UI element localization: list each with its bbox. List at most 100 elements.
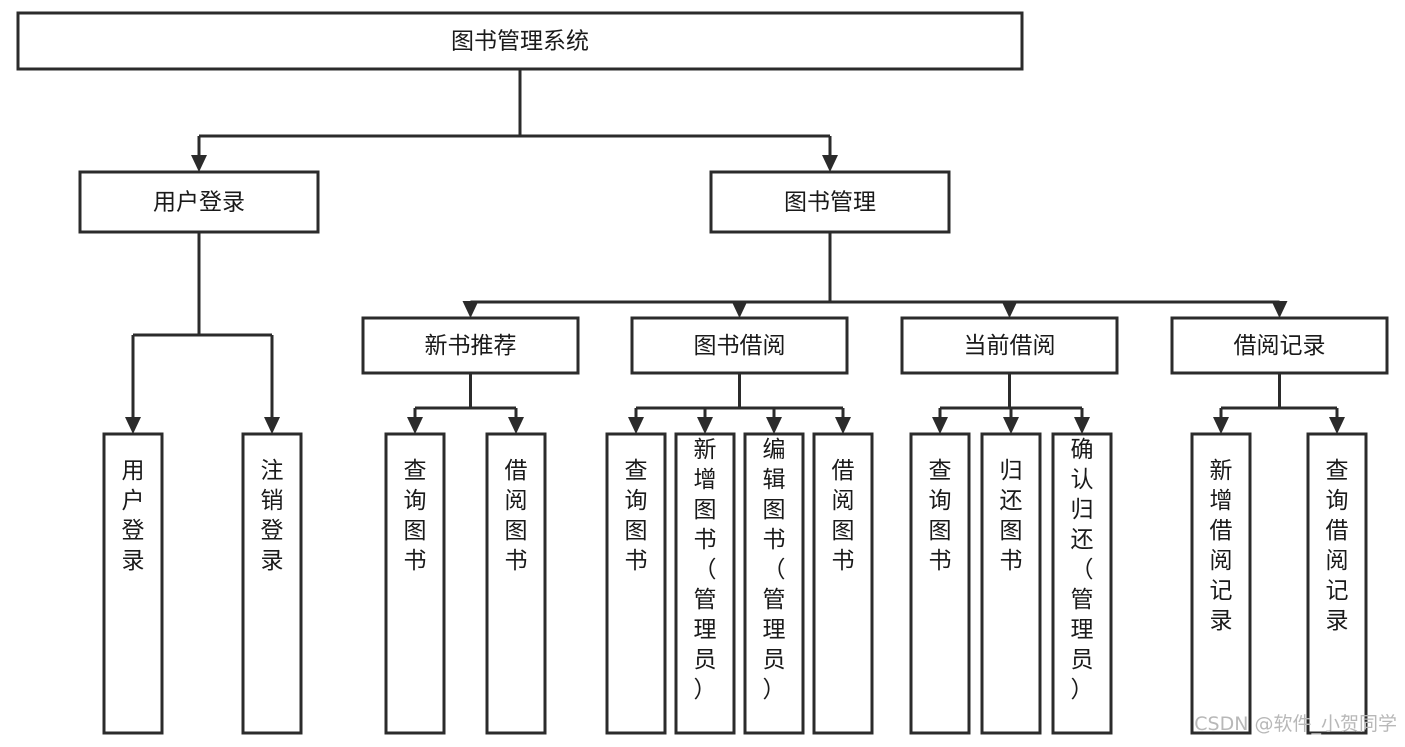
node-label-char: （ bbox=[694, 557, 717, 583]
node-label-char: 图 bbox=[1000, 518, 1023, 544]
node-label-char: 书 bbox=[763, 527, 786, 553]
node-label-char: 阅 bbox=[832, 488, 855, 514]
node-label-char: 借 bbox=[1326, 518, 1349, 544]
node-label-char: 录 bbox=[261, 548, 284, 574]
node-label-char: 还 bbox=[1071, 527, 1094, 553]
node-label-char: 理 bbox=[694, 617, 717, 643]
node-leaf-query-book-current[interactable]: 查询图书查询图书 bbox=[909, 432, 971, 735]
node-box bbox=[1051, 432, 1113, 735]
node-label-char: 查 bbox=[1326, 458, 1349, 484]
node-label-char: 注 bbox=[261, 458, 284, 484]
node-label-char: 管 bbox=[694, 587, 717, 613]
node-new-book-recommend[interactable]: 新书推荐 bbox=[361, 316, 580, 375]
node-label-char: 新 bbox=[1210, 458, 1233, 484]
node-label-char: ） bbox=[694, 677, 717, 703]
node-leaf-logout[interactable]: 注销登录注销登录 bbox=[241, 432, 303, 735]
node-label-char: 登 bbox=[261, 518, 284, 544]
node-label-char: 图 bbox=[625, 518, 648, 544]
node-label-char: 员 bbox=[763, 647, 786, 673]
node-label-char: 理 bbox=[1071, 617, 1094, 643]
node-root[interactable]: 图书管理系统 bbox=[16, 11, 1024, 71]
node-label-char: 图 bbox=[929, 518, 952, 544]
node-label-char: 确 bbox=[1071, 437, 1094, 463]
node-box bbox=[1306, 432, 1368, 735]
node-label-char: 借 bbox=[832, 458, 855, 484]
node-label-char: 用 bbox=[122, 458, 145, 484]
node-label-char: 阅 bbox=[1326, 548, 1349, 574]
node-box bbox=[16, 11, 1024, 71]
nodes-layer: 图书管理系统用户登录图书管理新书推荐图书借阅当前借阅借阅记录用户登录用户登录注销… bbox=[16, 11, 1389, 735]
node-box bbox=[1170, 316, 1389, 375]
node-label-char: 阅 bbox=[505, 488, 528, 514]
node-label-char: 图 bbox=[832, 518, 855, 544]
node-label-char: 阅 bbox=[1210, 548, 1233, 574]
node-leaf-add-borrow-record[interactable]: 新增借阅记录新增借阅记录 bbox=[1190, 432, 1252, 735]
node-label-char: 录 bbox=[122, 548, 145, 574]
node-box bbox=[605, 432, 667, 735]
node-label-char: 记 bbox=[1210, 578, 1233, 604]
node-label-char: 借 bbox=[1210, 518, 1233, 544]
node-label-char: 辑 bbox=[763, 467, 786, 493]
csdn-watermark: CSDN @软件_小贺同学 bbox=[1194, 713, 1397, 735]
node-label-char: 书 bbox=[929, 548, 952, 574]
node-user-login[interactable]: 用户登录 bbox=[78, 170, 320, 234]
node-label-char: 图 bbox=[404, 518, 427, 544]
node-leaf-borrow-book[interactable]: 借阅图书借阅图书 bbox=[812, 432, 874, 735]
node-label-char: 归 bbox=[1000, 458, 1023, 484]
node-box bbox=[900, 316, 1119, 375]
node-label-char: 管 bbox=[763, 587, 786, 613]
node-box bbox=[361, 316, 580, 375]
node-leaf-borrow-book-recommend[interactable]: 借阅图书借阅图书 bbox=[485, 432, 547, 735]
edges-layer bbox=[125, 69, 1345, 434]
node-label-char: 书 bbox=[404, 548, 427, 574]
node-label: 借阅记录 bbox=[1234, 333, 1326, 359]
node-box bbox=[674, 432, 736, 735]
node-label: 图书借阅 bbox=[694, 333, 786, 359]
node-borrow-record[interactable]: 借阅记录 bbox=[1170, 316, 1389, 375]
node-box bbox=[909, 432, 971, 735]
node-leaf-return-book[interactable]: 归还图书归还图书 bbox=[980, 432, 1042, 735]
node-label-char: 书 bbox=[832, 548, 855, 574]
node-label-char: 查 bbox=[625, 458, 648, 484]
node-label-char: 书 bbox=[694, 527, 717, 553]
node-box bbox=[78, 170, 320, 234]
node-label-char: 书 bbox=[1000, 548, 1023, 574]
node-leaf-query-borrow-record[interactable]: 查询借阅记录查询借阅记录 bbox=[1306, 432, 1368, 735]
node-label-char: 图 bbox=[694, 497, 717, 523]
node-label-char: 书 bbox=[625, 548, 648, 574]
node-label-char: 记 bbox=[1326, 578, 1349, 604]
node-leaf-query-book-borrow[interactable]: 查询图书查询图书 bbox=[605, 432, 667, 735]
node-box bbox=[102, 432, 164, 735]
node-book-borrow[interactable]: 图书借阅 bbox=[630, 316, 849, 375]
node-box bbox=[743, 432, 805, 735]
node-book-management[interactable]: 图书管理 bbox=[709, 170, 951, 234]
node-label-char: 员 bbox=[1071, 647, 1094, 673]
node-box bbox=[812, 432, 874, 735]
node-label: 图书管理系统 bbox=[451, 29, 589, 55]
node-label-char: 户 bbox=[122, 488, 145, 514]
node-label-char: 查 bbox=[929, 458, 952, 484]
node-box bbox=[980, 432, 1042, 735]
node-box bbox=[485, 432, 547, 735]
node-label-char: 书 bbox=[505, 548, 528, 574]
node-label-char: 归 bbox=[1071, 497, 1094, 523]
node-label-char: 增 bbox=[694, 467, 717, 493]
node-label-char: ） bbox=[763, 677, 786, 703]
node-label-char: 录 bbox=[1326, 608, 1349, 634]
node-label-char: 询 bbox=[1326, 488, 1349, 514]
node-label: 用户登录 bbox=[153, 190, 245, 216]
node-label-char: 还 bbox=[1000, 488, 1023, 514]
node-label-char: 询 bbox=[929, 488, 952, 514]
node-current-borrow[interactable]: 当前借阅 bbox=[900, 316, 1119, 375]
node-label-char: 新 bbox=[694, 437, 717, 463]
node-leaf-user-login[interactable]: 用户登录用户登录 bbox=[102, 432, 164, 735]
node-label-char: 管 bbox=[1071, 587, 1094, 613]
node-leaf-query-book-recommend[interactable]: 查询图书查询图书 bbox=[384, 432, 446, 735]
node-box bbox=[384, 432, 446, 735]
node-label-char: 增 bbox=[1210, 488, 1233, 514]
node-label-char: 登 bbox=[122, 518, 145, 544]
